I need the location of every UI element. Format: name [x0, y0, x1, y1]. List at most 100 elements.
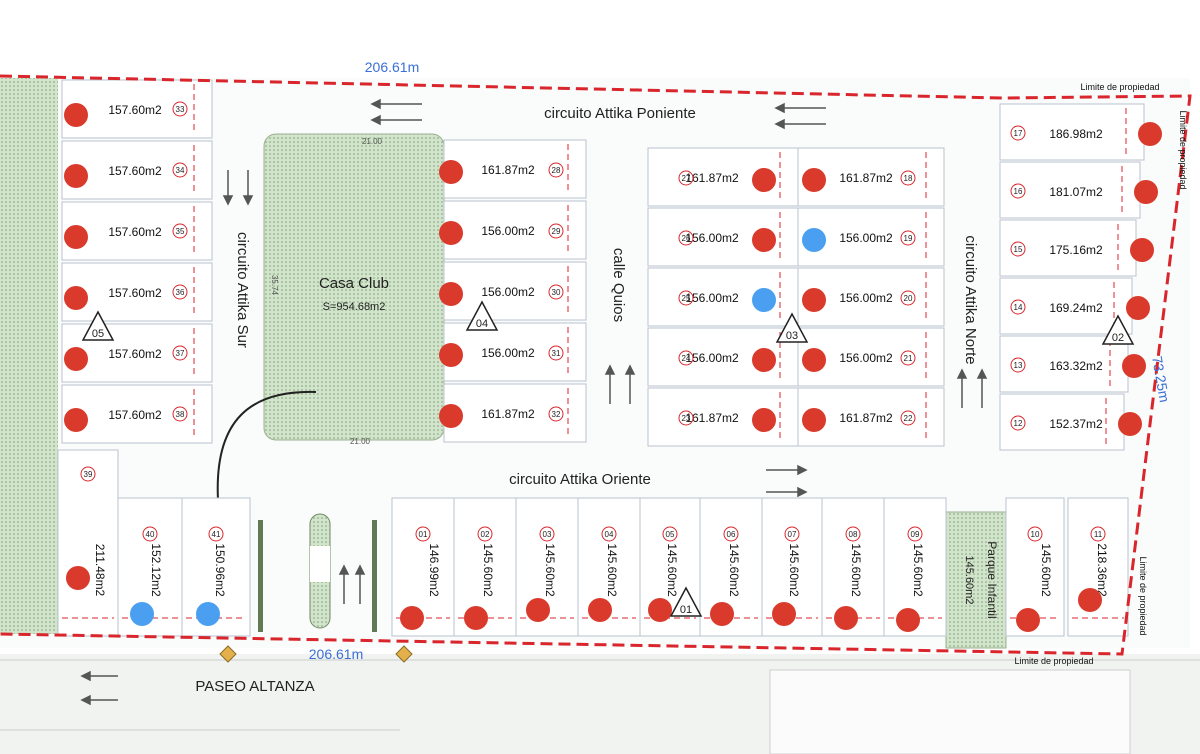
available-marker[interactable] — [834, 606, 858, 630]
lot-number: 25 — [682, 294, 691, 303]
available-marker[interactable] — [439, 160, 463, 184]
available-marker[interactable] — [752, 348, 776, 372]
street-paseo: PASEO ALTANZA — [195, 678, 314, 695]
available-marker[interactable] — [752, 168, 776, 192]
right-dimension-label: 73.25m — [1149, 355, 1173, 404]
up-arrow-icon — [976, 368, 988, 408]
available-marker[interactable] — [464, 606, 488, 630]
available-marker[interactable] — [439, 343, 463, 367]
lot-number: 34 — [176, 166, 185, 175]
available-marker[interactable] — [802, 348, 826, 372]
street-oriente: circuito Attika Oriente — [509, 471, 651, 488]
lot-outline — [999, 161, 1141, 219]
green-strip-left — [0, 78, 58, 634]
available-marker[interactable] — [1126, 296, 1150, 320]
available-marker[interactable] — [64, 164, 88, 188]
available-marker[interactable] — [896, 608, 920, 632]
available-marker[interactable] — [400, 606, 424, 630]
available-marker[interactable] — [1138, 122, 1162, 146]
available-marker[interactable] — [802, 408, 826, 432]
up-arrow-icon — [338, 564, 350, 604]
available-marker[interactable] — [802, 168, 826, 192]
lot-area-label: 157.60m2 — [108, 347, 162, 361]
available-marker[interactable] — [66, 566, 90, 590]
available-marker[interactable] — [710, 602, 734, 626]
available-marker[interactable] — [802, 288, 826, 312]
available-marker[interactable] — [64, 286, 88, 310]
available-marker[interactable] — [1118, 412, 1142, 436]
available-marker[interactable] — [648, 598, 672, 622]
available-marker[interactable] — [64, 225, 88, 249]
lot-area-label: 186.98m2 — [1049, 127, 1103, 141]
lot-number-circle — [80, 466, 96, 482]
available-marker[interactable] — [64, 103, 88, 127]
available-marker[interactable] — [439, 404, 463, 428]
available-marker[interactable] — [752, 408, 776, 432]
limit-label-right-bottom: Limite de propiedad — [1138, 556, 1148, 635]
sold-marker[interactable] — [196, 602, 220, 626]
available-marker[interactable] — [588, 598, 612, 622]
available-marker[interactable] — [1134, 180, 1158, 204]
sold-marker[interactable] — [130, 602, 154, 626]
available-marker[interactable] — [526, 598, 550, 622]
available-marker[interactable] — [439, 282, 463, 306]
available-marker[interactable] — [64, 408, 88, 432]
sold-marker[interactable] — [752, 288, 776, 312]
limit-label-bottom: Limite de propiedad — [1014, 656, 1093, 666]
available-marker[interactable] — [1078, 588, 1102, 612]
lot-area-label: 157.60m2 — [108, 225, 162, 239]
available-marker[interactable] — [439, 221, 463, 245]
sold-marker[interactable] — [802, 228, 826, 252]
available-marker[interactable] — [752, 228, 776, 252]
available-marker[interactable] — [1130, 238, 1154, 262]
available-marker[interactable] — [1016, 608, 1040, 632]
lot-area-label: 145.60m2 — [481, 543, 495, 597]
available-marker[interactable] — [772, 602, 796, 626]
left-arrow-icon — [80, 694, 118, 706]
lot-outline — [1067, 497, 1129, 637]
available-marker[interactable] — [1122, 354, 1146, 378]
available-marker[interactable] — [64, 347, 88, 371]
property-boundary — [0, 74, 1192, 656]
